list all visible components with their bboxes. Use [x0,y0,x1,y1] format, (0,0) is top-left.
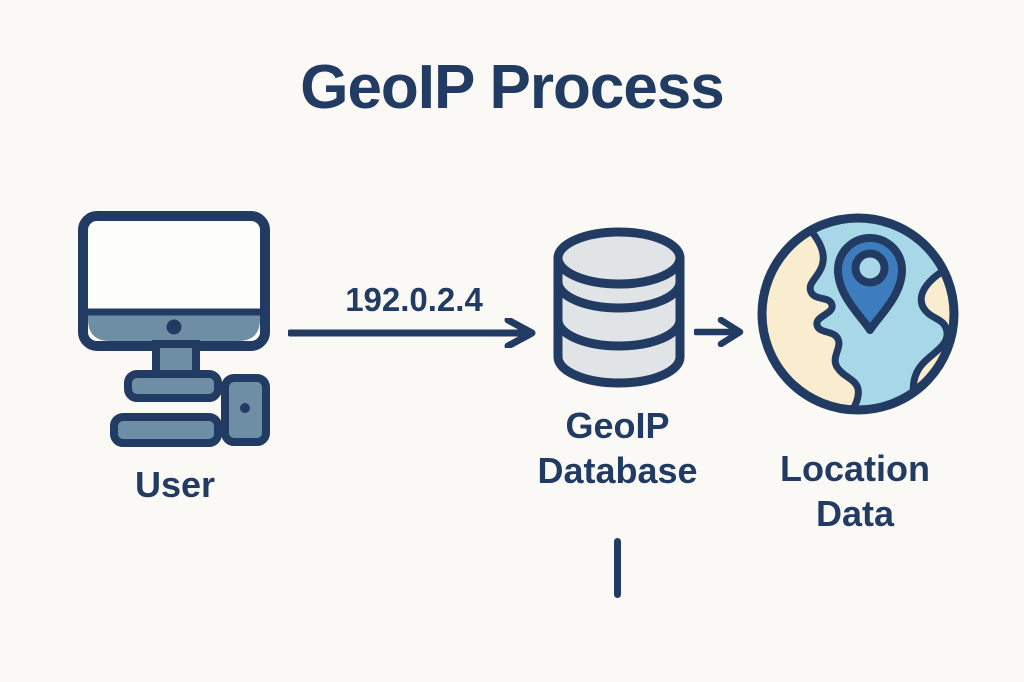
database-node-label: GeoIP Database [537,405,698,492]
tower-button-dot [240,403,250,413]
arrow-right-icon [694,317,744,347]
desktop-computer-icon [78,211,270,447]
database-top [553,227,685,289]
user-node-label: User [134,464,216,505]
location-node-label: Location Data [780,448,930,535]
monitor-camera-dot [166,319,182,335]
database-icon [553,227,685,388]
arrow-right-icon [288,318,536,348]
database-body [553,253,685,388]
connector-line [614,538,621,598]
database-band [553,281,685,313]
keyboard [110,413,222,447]
monitor-stand-base [124,370,222,402]
globe-location-pin-icon [757,213,959,415]
ip-address-label: 192.0.2.4 [345,281,483,318]
page-title: GeoIP Process [300,53,725,122]
database-band [553,319,685,351]
globe-outline [757,213,959,415]
location-pin-hole [851,249,889,287]
